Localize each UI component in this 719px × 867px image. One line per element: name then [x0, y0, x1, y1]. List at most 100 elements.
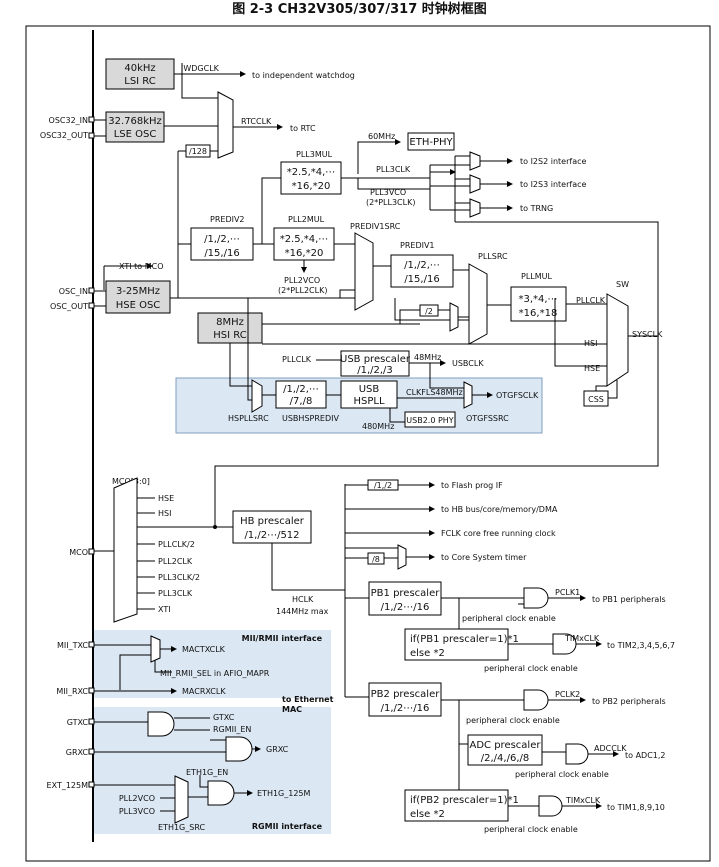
lsi-name: LSI RC	[124, 76, 155, 87]
osc-in-pin	[88, 287, 95, 294]
pclk2-label: PCLK2	[555, 690, 580, 699]
pb2-prescaler-block	[368, 682, 442, 717]
to-tim-pb1-label: to TIM2,3,4,5,6,7	[607, 641, 675, 650]
otgfssrc-label: OTGFSSRC	[466, 414, 509, 423]
hclk-label: HCLK	[292, 595, 314, 604]
hsi-div-mux	[449, 302, 459, 332]
pb2-tim-block	[404, 789, 509, 822]
pb1-prescaler-line1: PB1 prescaler	[371, 588, 441, 599]
pclk2-and-gate	[523, 689, 549, 711]
ext-125m-pin	[88, 781, 95, 788]
eth1g-and-gate	[207, 780, 235, 806]
osc-out-pin-label: OSC_OUT	[50, 302, 88, 311]
pllsrc-mux	[468, 263, 488, 345]
hsi-freq: 8MHz	[216, 317, 244, 328]
gtxc-and-gate	[147, 711, 175, 737]
usb20-phy-block	[404, 411, 456, 428]
hse-osc-block	[105, 280, 171, 314]
pll3mul-line1: *2.5,*4,⋯	[287, 167, 336, 178]
pllsrc-label: PLLSRC	[478, 252, 508, 261]
to-watchdog-label: to independent watchdog	[252, 71, 355, 80]
mco-pin-label: MCO	[69, 548, 88, 557]
grxc-out-label: GRXC	[266, 745, 289, 754]
tim-pb2-and-gate	[538, 795, 563, 817]
eth-phy-block	[407, 132, 455, 151]
prediv2-line2: /15,/16	[204, 248, 239, 259]
tim-pb1-peripheral-clock-enable: peripheral clock enable	[484, 664, 578, 673]
to-pb2-label: to PB2 peripherals	[592, 697, 666, 706]
hse-freq: 3-25MHz	[116, 286, 160, 297]
usbhsprediv-label: USBHSPREDIV	[282, 414, 339, 423]
mco-input-pll2clk: PLL2CLK	[158, 557, 193, 566]
grxc-and-gate	[225, 736, 253, 762]
osc32-in-pin	[88, 116, 95, 123]
prediv2-line1: /1,/2,⋯	[204, 234, 240, 245]
rtc-mux	[217, 91, 234, 159]
pb1-prescaler-line2: /1,/2⋯/16	[381, 602, 430, 613]
i2s2-mux	[469, 151, 481, 171]
core-timer-mux	[397, 544, 407, 570]
macrxclk-label: MACRXCLK	[182, 687, 226, 696]
pll2vco-x2-label: (2*PLL2CLK)	[278, 286, 327, 295]
lse-osc-block	[105, 111, 165, 143]
pb1-tim-line1: if(PB1 prescaler=1)*1	[410, 634, 519, 645]
osc32-out-pin	[88, 132, 95, 139]
eth1g-src-mux	[174, 775, 189, 824]
ext-125m-pin-label: EXT_125M	[47, 781, 89, 790]
pll3vco-label: PLL3VCO	[370, 188, 406, 197]
rgmii-region	[93, 707, 331, 834]
pll2mul-block	[273, 227, 335, 261]
hse-label: HSE	[584, 364, 600, 373]
mco-input-xti: XTI	[158, 605, 171, 614]
pll2vco-label: PLL2VCO	[284, 276, 320, 285]
mii-rmii-sel-label: MII_RMII_SEL in AFIO_MAPR	[160, 669, 270, 678]
rgmii-en-label: RGMII_EN	[213, 725, 251, 734]
div2-label: /2	[425, 307, 433, 316]
pllmul-label: PLLMUL	[521, 272, 552, 281]
rtcclk-label: RTCCLK	[241, 117, 272, 126]
mco-input-hse: HSE	[158, 494, 174, 503]
pb1-tim-line2: else *2	[410, 648, 445, 659]
pb2-peripheral-clock-enable: peripheral clock enable	[466, 716, 560, 725]
to-adc-label: to ADC1,2	[625, 751, 666, 760]
mco-input-pllclk2: PLLCLK/2	[158, 540, 195, 549]
pclk1-and-gate	[523, 587, 549, 609]
mii-rmii-region	[93, 630, 331, 698]
osc-out-pin	[88, 302, 95, 309]
usb-prescaler-block	[340, 350, 410, 377]
sw-mux	[606, 293, 629, 387]
tim-pb2-peripheral-clock-enable: peripheral clock enable	[484, 825, 578, 834]
core-div-label: /8	[372, 555, 380, 564]
prediv1-block	[390, 254, 454, 288]
to-i2s2-label: to I2S2 interface	[520, 157, 586, 166]
rgmii-title: RGMII interface	[252, 822, 323, 831]
to-rtc-label: to RTC	[290, 124, 316, 133]
pll2vco-in-label: PLL2VCO	[119, 794, 155, 803]
mhz60-label: 60MHz	[368, 132, 395, 141]
to-i2s3-label: to I2S3 interface	[520, 180, 586, 189]
usb-hspll-block	[340, 380, 398, 409]
usbhsprediv-line2: /7,/8	[290, 396, 313, 407]
hspllsrc-mux	[251, 379, 263, 413]
usbhsprediv-block	[275, 380, 327, 409]
usb-hspll-line1: USB	[359, 384, 380, 395]
mii-rmii-title: MII/RMII interface	[242, 634, 323, 643]
hsi-rc-block	[197, 312, 263, 344]
adc-prescaler-line1: ADC prescaler	[470, 740, 542, 751]
pll2mul-line1: *2.5,*4,⋯	[280, 234, 329, 245]
pb1-prescaler-block	[368, 581, 442, 616]
usbhsprediv-line1: /1,/2,⋯	[283, 384, 319, 395]
pll2mul-line2: *16,*20	[285, 248, 324, 259]
tim-pb1-and-gate	[552, 633, 577, 655]
lse-name: LSE OSC	[114, 129, 157, 140]
hclk-max-label: 144MHz max	[276, 607, 329, 616]
otgfssrc-mux	[463, 381, 473, 409]
pllclk-label: PLLCLK	[576, 296, 606, 305]
prediv1-line1: /1,/2,⋯	[404, 260, 440, 271]
pllmul-block	[510, 286, 567, 322]
hsi-name: HSI RC	[213, 330, 246, 341]
to-hb-bus-label: to HB bus/core/memory/DMA	[441, 505, 558, 514]
pll3mul-label: PLL3MUL	[296, 150, 333, 159]
usbclk-label: USBCLK	[452, 359, 484, 368]
eth-phy-label: ETH-PHY	[409, 137, 453, 148]
